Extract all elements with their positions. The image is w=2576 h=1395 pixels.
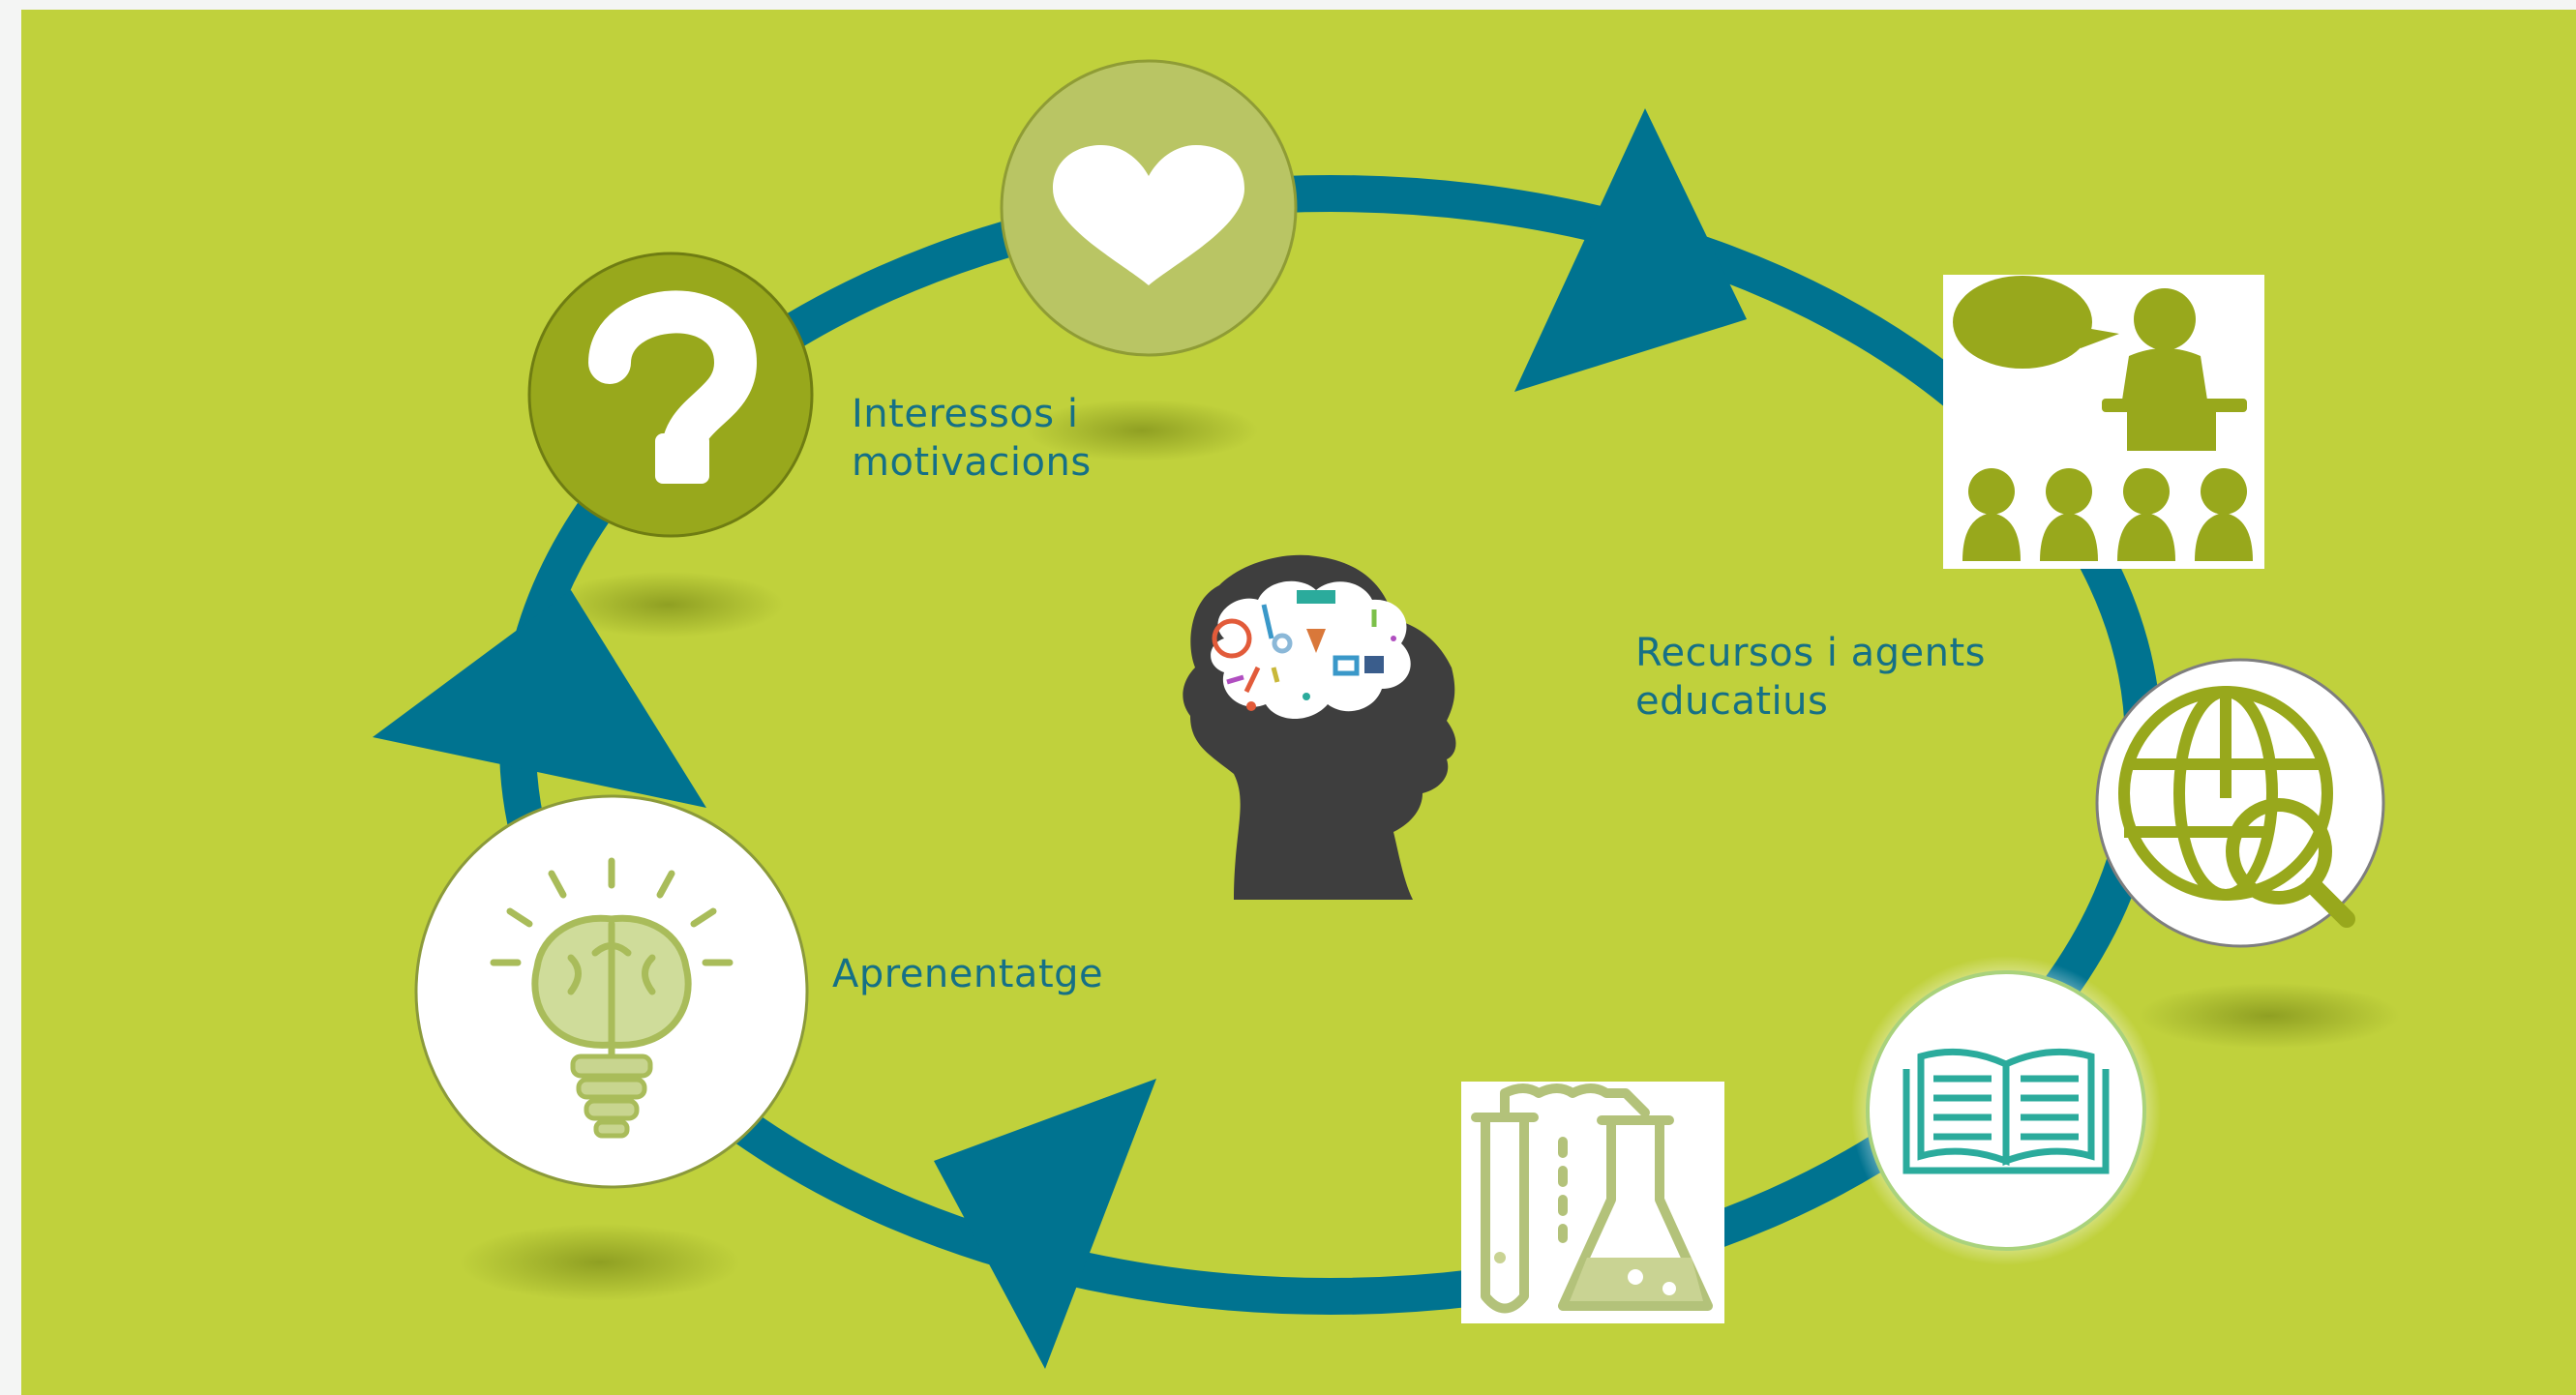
child-head-ideas-icon [1183,554,1456,900]
arrow-top-right [1514,108,1747,392]
arrow-left [373,590,706,808]
globe-search-icon [2095,658,2385,948]
label-learning: Aprenentatge [832,952,1104,996]
label-interests-motivations: Interessos i motivacions [852,392,1092,485]
arrow-bottom [934,1079,1156,1369]
question-mark-icon [527,252,814,538]
cycle-arrows [373,108,1747,1369]
label-resources-agents: Recursos i agents educatius [1635,631,1986,724]
laboratory-flasks-icon [1461,1082,1724,1323]
teacher-students-icon [1943,275,2264,569]
open-book-icon [1851,956,2161,1265]
heart-icon [1000,59,1298,357]
lightbulb-brain-icon [414,794,809,1189]
drop-shadows [460,400,2400,1301]
